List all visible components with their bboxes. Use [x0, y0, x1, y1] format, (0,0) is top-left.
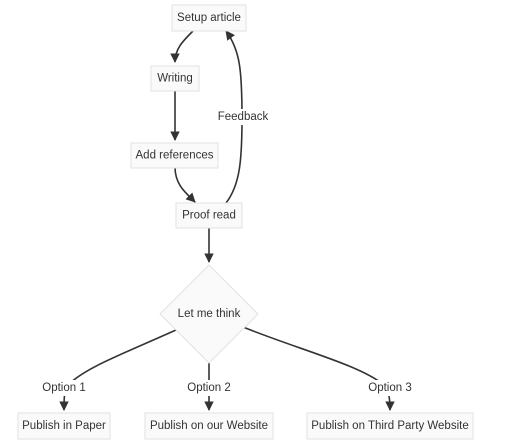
node-decision-let-me-think[interactable]: Let me think — [159, 264, 259, 364]
node-publish-on-our-website[interactable]: Publish on our Website — [144, 412, 274, 440]
node-add-references-label: Add references — [136, 150, 214, 162]
node-publish-in-paper[interactable]: Publish in Paper — [17, 412, 111, 440]
edge-setup-to-writing — [170, 29, 195, 63]
node-proof-read[interactable]: Proof read — [175, 202, 243, 229]
edge-decision-to-third-party — [242, 326, 395, 411]
edge-labels: Feedback Option 1 Option 2 Option 3 — [40, 109, 414, 396]
node-setup-article-label: Setup article — [177, 12, 241, 24]
node-writing-label: Writing — [157, 73, 193, 85]
edge-label-option-3: Option 3 — [368, 382, 411, 394]
edge-references-to-proof — [174, 166, 196, 203]
node-writing[interactable]: Writing — [150, 65, 200, 92]
node-publish-on-third-party-website[interactable]: Publish on Third Party Website — [306, 412, 474, 440]
node-publish-in-paper-label: Publish in Paper — [22, 420, 106, 432]
edge-label-feedback: Feedback — [218, 111, 269, 123]
node-add-references[interactable]: Add references — [130, 142, 219, 169]
node-publish-on-our-website-label: Publish on our Website — [150, 420, 268, 432]
edge-label-option-1: Option 1 — [42, 382, 85, 394]
edge-decision-to-paper — [59, 329, 177, 411]
edge-label-option-2: Option 2 — [187, 382, 230, 394]
node-setup-article[interactable]: Setup article — [171, 4, 247, 32]
node-proof-read-label: Proof read — [182, 210, 236, 222]
node-decision-label: Let me think — [178, 308, 241, 320]
node-publish-on-third-party-website-label: Publish on Third Party Website — [311, 420, 468, 432]
